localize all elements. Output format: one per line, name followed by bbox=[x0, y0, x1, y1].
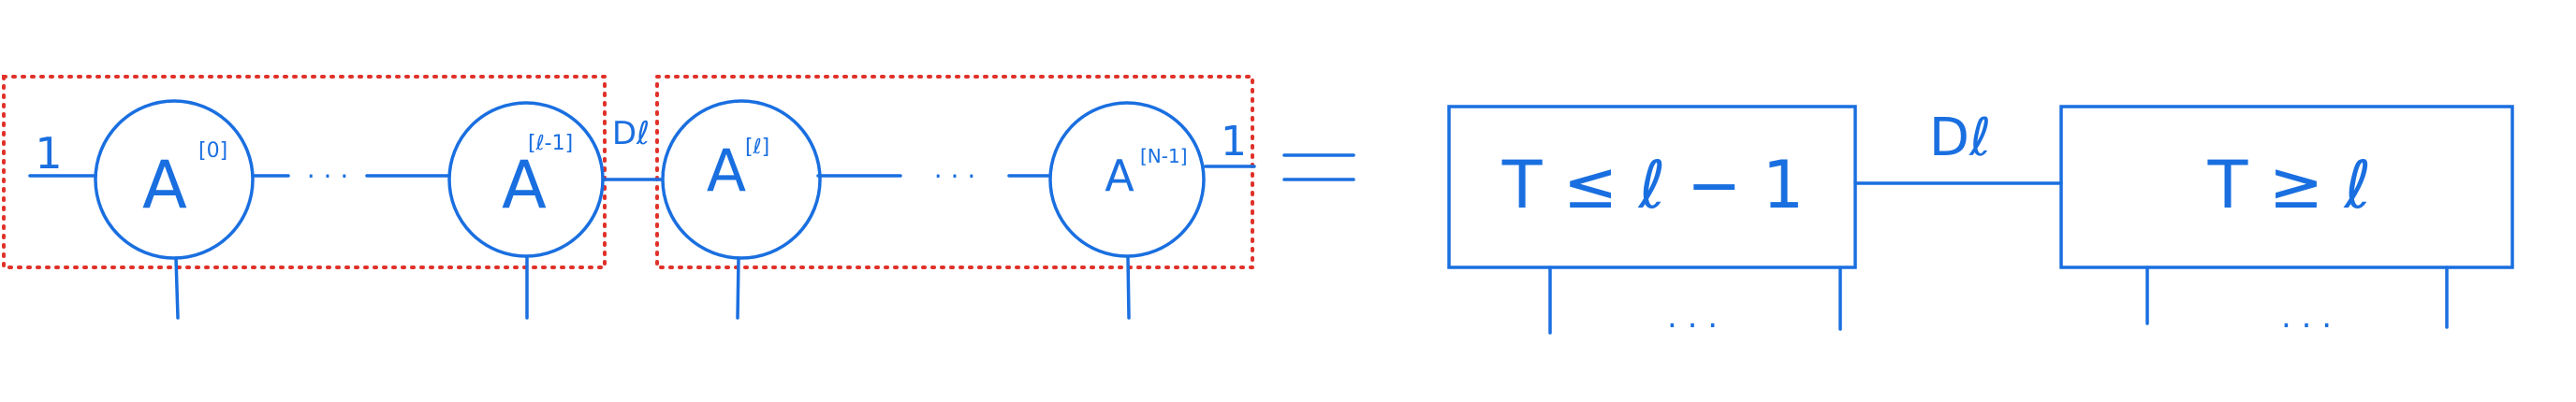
block-right-legs-ellipsis: . . . bbox=[2281, 298, 2332, 336]
leg-node3 bbox=[1126, 256, 1131, 320]
node1-sup: [ℓ-1] bbox=[528, 132, 573, 155]
node1-base: A bbox=[502, 147, 547, 223]
tensor-node-2 bbox=[661, 99, 822, 260]
block-right-label: T ≥ ℓ bbox=[2207, 147, 2372, 223]
group-box-left bbox=[2, 75, 607, 269]
boundary-left-label: 1 bbox=[35, 128, 62, 179]
node0-base: A bbox=[142, 147, 187, 223]
bond-label-between-groups: Dℓ bbox=[612, 115, 650, 152]
node2-base: A bbox=[707, 136, 746, 205]
leg-node2 bbox=[736, 256, 740, 320]
leg-node0 bbox=[174, 256, 180, 320]
tensor-node-3 bbox=[1048, 101, 1206, 258]
group-box-right bbox=[655, 75, 1254, 269]
tensor-node-1 bbox=[447, 101, 605, 258]
node2-sup: [ℓ] bbox=[745, 136, 769, 159]
boundary-right-label: 1 bbox=[1221, 118, 1247, 165]
node3-base: A bbox=[1105, 151, 1134, 201]
block-left bbox=[1447, 105, 1857, 269]
node3-sup: [N-1] bbox=[1140, 145, 1188, 167]
block-left-legs-ellipsis: . . . bbox=[1667, 298, 1718, 336]
block-left-label: T ≤ ℓ − 1 bbox=[1501, 147, 1805, 223]
block-bond-label: Dℓ bbox=[1929, 108, 1991, 168]
block-right bbox=[2059, 105, 2514, 269]
dots-left: . . . bbox=[307, 153, 349, 184]
node0-sup: [0] bbox=[198, 139, 227, 163]
tensor-node-0 bbox=[94, 99, 255, 260]
dots-right: . . . bbox=[934, 153, 976, 184]
